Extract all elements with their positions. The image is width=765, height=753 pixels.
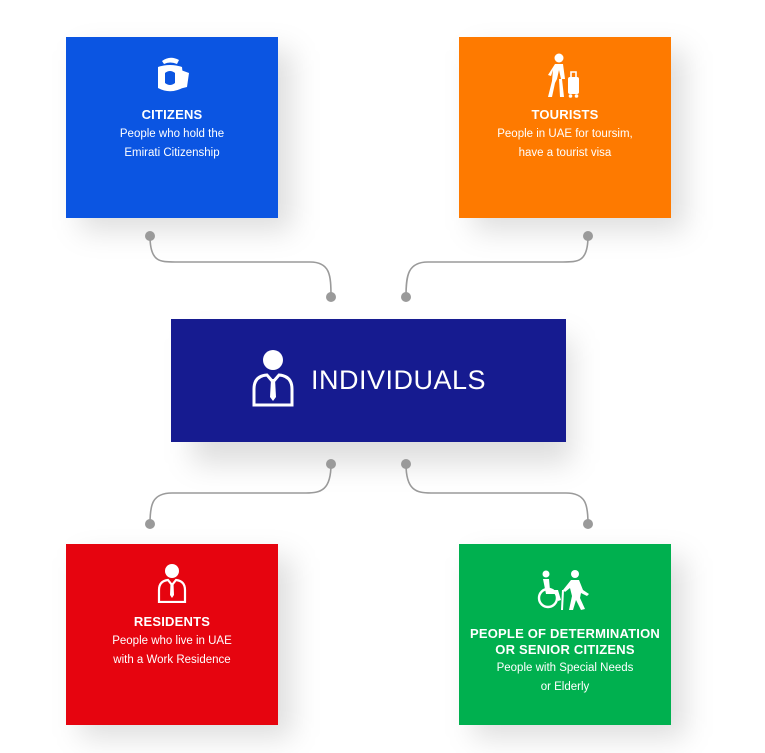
citizens-description: People who hold the Emirati Citizenship xyxy=(119,128,225,159)
citizens-card: CITIZENS People who hold the Emirati Cit… xyxy=(66,37,278,218)
tourists-card: TOURISTS People in UAE for toursim, have… xyxy=(459,37,671,218)
tourists-title: TOURISTS xyxy=(531,107,599,122)
connector-dot xyxy=(145,231,155,241)
connector-dot xyxy=(583,519,593,529)
people-of-determination-card: PEOPLE OF DETERMINATION OR SENIOR CITIZE… xyxy=(459,544,671,725)
wheelchair-elderly-icon xyxy=(537,568,593,612)
residents-title: RESIDENTS xyxy=(133,614,211,629)
residents-card: RESIDENTS People who live in UAE with a … xyxy=(66,544,278,725)
connector-dot xyxy=(401,459,411,469)
connector-dot xyxy=(145,519,155,529)
connector-dot xyxy=(401,292,411,302)
resident-person-icon xyxy=(157,561,187,605)
connector-dot xyxy=(583,231,593,241)
tourists-description: People in UAE for toursim, have a touris… xyxy=(497,128,633,159)
pod-title: PEOPLE OF DETERMINATION OR SENIOR CITIZE… xyxy=(470,626,660,657)
individuals-box: INDIVIDUALS xyxy=(171,319,566,442)
residents-description: People who live in UAE with a Work Resid… xyxy=(112,635,232,666)
pod-description: People with Special Needs or Elderly xyxy=(496,662,634,693)
citizen-icon xyxy=(153,54,191,98)
connector-dot xyxy=(326,459,336,469)
center-title: INDIVIDUALS xyxy=(310,365,487,395)
tourist-luggage-icon xyxy=(547,53,583,98)
person-tie-icon xyxy=(251,349,295,412)
connector-dot xyxy=(326,292,336,302)
citizens-title: CITIZENS xyxy=(141,107,203,122)
